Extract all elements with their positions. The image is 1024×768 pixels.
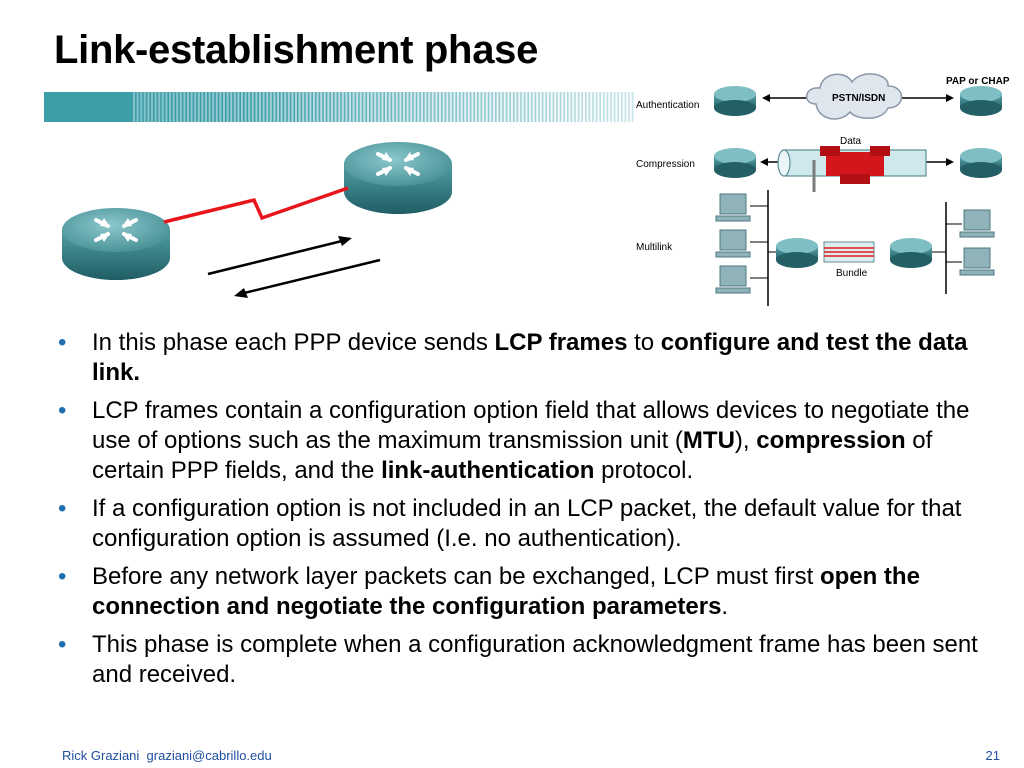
bullet-item: •Before any network layer packets can be… <box>58 563 920 620</box>
vise-icon <box>812 146 890 192</box>
author-name: Rick Graziani <box>62 748 140 763</box>
arrow-right-icon <box>207 236 352 276</box>
arrow-left-icon <box>234 258 381 298</box>
bullet-item: •If a configuration option is not includ… <box>58 495 962 552</box>
router-icon <box>960 148 1002 178</box>
bullet-item: •This phase is complete when a configura… <box>58 631 978 688</box>
bullet-icon: • <box>58 563 67 590</box>
page-number: 21 <box>985 748 1000 763</box>
bullet-icon: • <box>58 397 67 424</box>
router-icon <box>714 86 756 116</box>
pc-icon <box>959 209 995 276</box>
router-icon <box>960 86 1002 116</box>
router-icon <box>714 148 756 178</box>
bullet-item: •In this phase each PPP device sends LCP… <box>58 329 968 386</box>
router-icon <box>776 238 818 268</box>
data-label: Data <box>840 136 862 147</box>
bullet-icon: • <box>58 329 67 356</box>
pap-chap-label: PAP or CHAP <box>946 76 1010 87</box>
bullet-icon: • <box>58 495 67 522</box>
pc-icon <box>715 193 751 294</box>
serial-link-diagram <box>163 186 381 298</box>
cloud-icon <box>806 73 903 120</box>
ppp-options-diagram: Authentication PAP or CHAP PSTN/ISDN Com… <box>634 66 1024 316</box>
router-right-icon <box>344 142 452 214</box>
serial-link-icon <box>163 186 349 224</box>
compression-label: Compression <box>636 159 695 170</box>
authentication-label: Authentication <box>636 100 699 111</box>
router-left-icon <box>62 208 170 280</box>
bundle-label: Bundle <box>836 268 868 279</box>
bundle-icon <box>823 241 875 263</box>
multilink-label: Multilink <box>636 242 673 253</box>
bullet-item: •LCP frames contain a configuration opti… <box>58 397 970 484</box>
bullet-list: •In this phase each PPP device sends LCP… <box>58 328 988 698</box>
decorative-stripe <box>44 92 636 122</box>
router-icon <box>890 238 932 268</box>
slide-title: Link-establishment phase <box>54 28 539 72</box>
bullet-icon: • <box>58 631 67 658</box>
footer-author: Rick Graziani graziani@cabrillo.edu <box>62 748 272 763</box>
author-email: graziani@cabrillo.edu <box>146 748 272 763</box>
pstn-isdn-label: PSTN/ISDN <box>832 93 885 104</box>
